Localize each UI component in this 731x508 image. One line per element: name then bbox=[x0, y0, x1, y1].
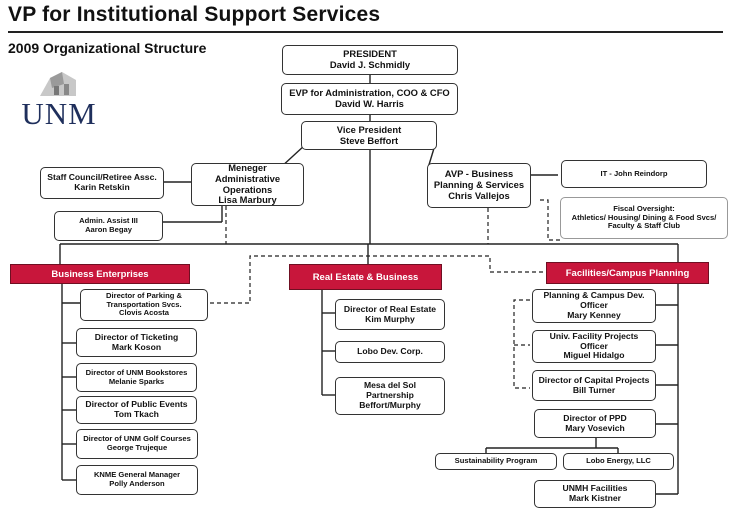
evp-box: EVP for Administration, COO & CFO David … bbox=[281, 83, 458, 115]
evp-name: David W. Harris bbox=[335, 98, 404, 109]
president-name: David J. Schmidly bbox=[329, 59, 411, 70]
ppd-unit-title: Sustainability Program bbox=[454, 456, 538, 466]
facilities-unit-projects-officer: Univ. Facility Projects Officer Miguel H… bbox=[532, 330, 656, 363]
building-icon bbox=[40, 72, 76, 96]
real-estate-unit-lobo-dev: Lobo Dev. Corp. bbox=[335, 341, 445, 363]
facilities-unit-name: Mark Kistner bbox=[568, 493, 622, 503]
manager-admin-title: Meneger Administrative Operations bbox=[214, 163, 281, 195]
avp-business-title: AVP - Business Planning & Services bbox=[433, 168, 525, 191]
staff-council-name: Karin Retskin bbox=[74, 182, 130, 192]
real-estate-unit-name: Beffort/Murphy bbox=[359, 399, 421, 410]
evp-title: EVP for Administration, COO & CFO bbox=[289, 87, 450, 99]
real-estate-unit-director: Director of Real Estate Kim Murphy bbox=[335, 299, 445, 330]
facilities-unit-title: UNMH Facilities bbox=[562, 483, 628, 494]
real-estate-unit-title: Mesa del Sol Partnership bbox=[363, 380, 417, 401]
business-unit-ticketing: Director of Ticketing Mark Koson bbox=[76, 328, 197, 357]
logo-text: UNM bbox=[21, 96, 97, 131]
business-unit-bookstores: Director of UNM Bookstores Melanie Spark… bbox=[76, 363, 197, 392]
title-divider bbox=[8, 31, 723, 33]
page-title: VP for Institutional Support Services bbox=[8, 3, 381, 26]
fiscal-text: Athletics/ Housing/ Dining & Food Svcs/ … bbox=[571, 212, 717, 231]
business-unit-name: Clovis Acosta bbox=[119, 308, 169, 318]
facilities-unit-unmh: UNMH Facilities Mark Kistner bbox=[534, 480, 656, 508]
admin-assist-title: Admin. Assist III bbox=[79, 216, 138, 226]
manager-admin-box: Meneger Administrative Operations Lisa M… bbox=[191, 163, 304, 206]
vp-title: Vice President bbox=[336, 123, 402, 135]
real-estate-unit-title: Lobo Dev. Corp. bbox=[357, 346, 423, 357]
staff-council-title: Staff Council/Retiree Assc. bbox=[47, 172, 157, 183]
real-estate-unit-name: Kim Murphy bbox=[365, 313, 415, 324]
president-box: PRESIDENT David J. Schmidly bbox=[282, 45, 458, 75]
fiscal-oversight-box: Fiscal Oversight: Athletics/ Housing/ Di… bbox=[560, 197, 728, 239]
facilities-unit-title: Planning & Campus Dev. Officer bbox=[543, 290, 645, 311]
facilities-unit-planning: Planning & Campus Dev. Officer Mary Kenn… bbox=[532, 289, 656, 323]
dept-facilities: Facilities/Campus Planning bbox=[546, 262, 709, 284]
facilities-unit-name: Miguel Hidalgo bbox=[563, 350, 625, 361]
business-unit-golf: Director of UNM Golf Courses George Truj… bbox=[76, 429, 198, 459]
avp-business-name: Chris Vallejos bbox=[448, 189, 510, 201]
facilities-unit-name: Bill Turner bbox=[572, 384, 616, 395]
page-subtitle: 2009 Organizational Structure bbox=[8, 40, 207, 56]
business-unit-name: Melanie Sparks bbox=[108, 376, 165, 386]
business-unit-title: Director of Public Events bbox=[85, 399, 188, 410]
facilities-unit-title: Director of PPD bbox=[563, 412, 627, 423]
it-box: IT - John Reindorp bbox=[561, 160, 707, 188]
business-unit-name: Tom Tkach bbox=[114, 409, 159, 419]
business-unit-public-events: Director of Public Events Tom Tkach bbox=[76, 396, 197, 424]
business-unit-name: George Trujeque bbox=[106, 443, 168, 452]
business-unit-parking: Director of Parking & Transportation Svc… bbox=[80, 289, 208, 321]
vp-box: Vice President Steve Beffort bbox=[301, 121, 437, 150]
ppd-unit-lobo-energy: Lobo Energy, LLC bbox=[563, 453, 674, 470]
facilities-unit-capital-projects: Director of Capital Projects Bill Turner bbox=[532, 370, 656, 401]
unm-logo: UNM bbox=[14, 70, 104, 132]
business-unit-name: Mark Koson bbox=[111, 341, 162, 352]
fiscal-title: Fiscal Oversight: bbox=[613, 203, 675, 213]
admin-assist-name: Aaron Begay bbox=[85, 225, 132, 234]
avp-business-box: AVP - Business Planning & Services Chris… bbox=[427, 163, 531, 208]
facilities-unit-ppd: Director of PPD Mary Vosevich bbox=[534, 409, 656, 438]
ppd-unit-sustainability: Sustainability Program bbox=[435, 453, 557, 470]
facilities-unit-name: Mary Vosevich bbox=[565, 422, 625, 433]
president-title: PRESIDENT bbox=[343, 48, 397, 60]
staff-council-box: Staff Council/Retiree Assc. Karin Retski… bbox=[40, 167, 164, 199]
manager-admin-name: Lisa Marbury bbox=[218, 194, 277, 206]
ppd-unit-title: Lobo Energy, LLC bbox=[586, 456, 651, 466]
business-unit-title: Director of UNM Bookstores bbox=[85, 367, 188, 377]
business-unit-title: KNME General Manager bbox=[93, 470, 181, 480]
business-unit-title: Director of Ticketing bbox=[94, 331, 179, 342]
it-title: IT - John Reindorp bbox=[600, 168, 668, 178]
real-estate-unit-mesa-del-sol: Mesa del Sol Partnership Beffort/Murphy bbox=[335, 377, 445, 415]
business-unit-knme: KNME General Manager Polly Anderson bbox=[76, 465, 198, 495]
dept-real-estate: Real Estate & Business bbox=[289, 264, 442, 290]
vp-name: Steve Beffort bbox=[339, 134, 399, 146]
real-estate-unit-title: Director of Real Estate bbox=[343, 303, 437, 314]
facilities-unit-name: Mary Kenney bbox=[567, 309, 621, 320]
business-unit-name: Polly Anderson bbox=[109, 479, 165, 488]
facilities-unit-title: Director of Capital Projects bbox=[538, 374, 650, 385]
business-unit-title: Director of UNM Golf Courses bbox=[83, 434, 191, 444]
business-unit-title: Director of Parking & Transportation Svc… bbox=[106, 290, 182, 309]
facilities-unit-title: Univ. Facility Projects Officer bbox=[549, 330, 639, 351]
dept-business-enterprises: Business Enterprises bbox=[10, 264, 190, 284]
admin-assist-box: Admin. Assist III Aaron Begay bbox=[54, 211, 163, 241]
